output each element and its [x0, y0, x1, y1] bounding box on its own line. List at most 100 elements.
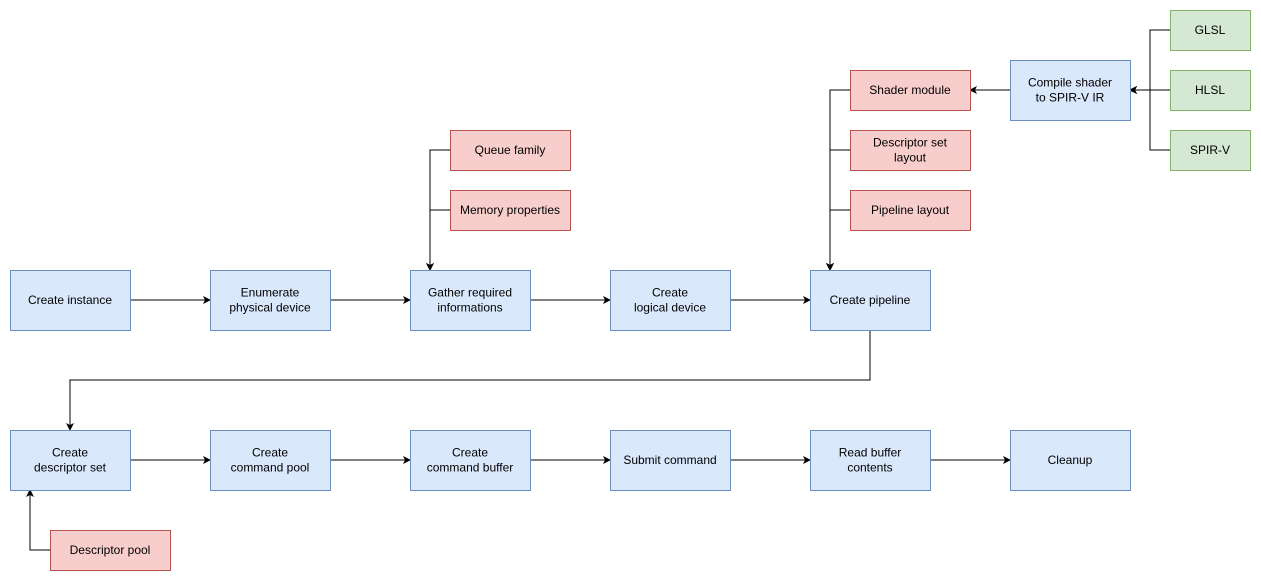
node-label-line: Queue family — [475, 143, 546, 157]
node-label-line: Descriptor set — [873, 136, 948, 150]
edge-spirv-to-compile-shader — [1129, 86, 1170, 151]
node-descriptor-pool[interactable]: Descriptor pool — [50, 530, 171, 571]
node-label-line: Cleanup — [1048, 453, 1093, 467]
node-create-pipeline[interactable]: Create pipeline — [810, 270, 931, 331]
node-label-line: Create — [52, 446, 88, 460]
node-memory-properties[interactable]: Memory properties — [450, 190, 571, 231]
node-label: GLSL — [1195, 23, 1226, 37]
edge-descriptor-pool-to-create-descriptor-set — [26, 489, 50, 551]
node-label-line: to SPIR-V IR — [1036, 91, 1105, 105]
node-label: HLSL — [1195, 83, 1225, 97]
node-label-line: Compile shader — [1028, 76, 1112, 90]
node-label-line: Pipeline layout — [871, 203, 950, 217]
edge-glsl-to-compile-shader — [1129, 29, 1170, 94]
node-label-line: GLSL — [1195, 23, 1226, 37]
node-box — [410, 430, 531, 491]
node-label-line: layout — [894, 151, 927, 165]
node-label-line: Create pipeline — [830, 293, 911, 307]
node-box — [210, 430, 331, 491]
node-label-line: logical device — [634, 301, 706, 315]
edge-pipeline-layout-to-create-pipeline — [826, 209, 850, 271]
node-cleanup[interactable]: Cleanup — [1010, 430, 1131, 491]
edge-shader-module-to-create-pipeline — [826, 89, 850, 271]
node-label-line: descriptor set — [34, 461, 107, 475]
node-box — [850, 190, 971, 231]
node-label-line: HLSL — [1195, 83, 1225, 97]
node-label-line: Create instance — [28, 293, 112, 307]
node-box — [610, 430, 731, 491]
node-box — [1010, 430, 1131, 491]
node-box — [10, 270, 131, 331]
node-label-line: command buffer — [427, 461, 514, 475]
node-label-line: Memory properties — [460, 203, 560, 217]
node-label-line: Enumerate — [241, 286, 300, 300]
node-box — [1170, 70, 1251, 111]
node-hlsl[interactable]: HLSL — [1170, 70, 1251, 111]
node-glsl[interactable]: GLSL — [1170, 10, 1251, 51]
node-label-line: Descriptor pool — [70, 543, 151, 557]
node-label-line: Create — [452, 446, 488, 460]
node-label: Queue family — [475, 143, 546, 157]
node-label: Submit command — [623, 453, 716, 467]
node-label-line: Read buffer — [839, 446, 902, 460]
node-box — [450, 130, 571, 171]
node-box — [850, 130, 971, 171]
node-box — [610, 270, 731, 331]
node-create-instance[interactable]: Create instance — [10, 270, 131, 331]
edges-layer — [26, 29, 1170, 551]
node-label: Pipeline layout — [871, 203, 950, 217]
node-label-line: Shader module — [869, 83, 951, 97]
node-box — [1170, 10, 1251, 51]
node-label-line: Create — [652, 286, 688, 300]
node-label: Memory properties — [460, 203, 560, 217]
node-label-line: physical device — [229, 301, 311, 315]
node-label: Create pipeline — [830, 293, 911, 307]
node-submit-command[interactable]: Submit command — [610, 430, 731, 491]
node-box — [810, 430, 931, 491]
node-queue-family[interactable]: Queue family — [450, 130, 571, 171]
node-spirv[interactable]: SPIR-V — [1170, 130, 1251, 171]
node-label-line: SPIR-V — [1190, 143, 1230, 157]
edge-memory-properties-to-gather-required-informations — [426, 209, 450, 271]
node-box — [210, 270, 331, 331]
node-box — [50, 530, 171, 571]
node-box — [1010, 60, 1131, 121]
node-label: Shader module — [869, 83, 951, 97]
node-box — [410, 270, 531, 331]
node-box — [850, 70, 971, 111]
node-label-line: Create — [252, 446, 288, 460]
node-label: Create instance — [28, 293, 112, 307]
node-pipeline-layout[interactable]: Pipeline layout — [850, 190, 971, 231]
node-box — [1170, 130, 1251, 171]
node-label: SPIR-V — [1190, 143, 1230, 157]
node-box — [450, 190, 571, 231]
node-shader-module[interactable]: Shader module — [850, 70, 971, 111]
node-box — [10, 430, 131, 491]
node-label-line: Submit command — [623, 453, 716, 467]
node-label-line: Gather required — [428, 286, 512, 300]
node-label: Cleanup — [1048, 453, 1093, 467]
edge-create-pipeline-to-create-descriptor-set — [66, 330, 871, 431]
node-label-line: informations — [437, 301, 502, 315]
node-box — [810, 270, 931, 331]
node-label: Descriptor pool — [70, 543, 151, 557]
